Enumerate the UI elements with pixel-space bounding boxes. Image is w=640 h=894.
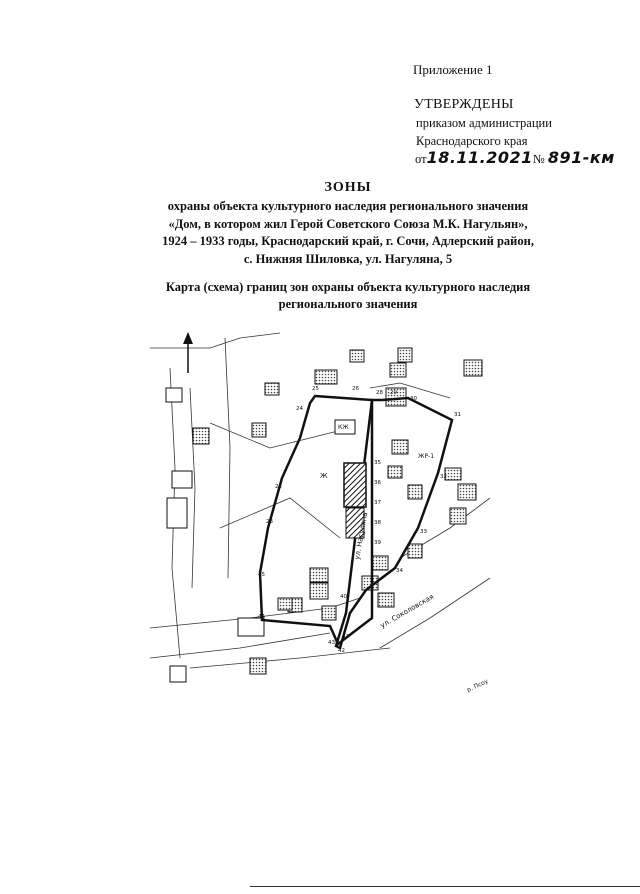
- neighbour-buildings: [165, 347, 483, 683]
- title-line-2: «Дом, в котором жил Герой Советского Сою…: [168, 216, 528, 231]
- point-label: 31: [454, 412, 461, 418]
- order-date: 18.11.2021: [426, 148, 533, 167]
- point-label: 34: [396, 568, 403, 574]
- subtitle-line-1: Карта (схема) границ зон охраны объекта …: [165, 280, 531, 294]
- point-label: 42: [338, 648, 345, 654]
- zone-label: Ж: [320, 472, 328, 480]
- river-label: р. Псоу: [466, 678, 490, 694]
- point-label: 33: [420, 529, 427, 535]
- number-prefix: №: [532, 152, 545, 166]
- boundary-point-labels: 22 23 24 25 26 28 29 30 31 32 33 34 35 3…: [258, 386, 461, 654]
- point-label: 36: [374, 480, 381, 486]
- building-inner: [309, 567, 329, 583]
- approved-by-line: приказом администрации: [416, 116, 552, 130]
- point-label: 35: [374, 460, 381, 466]
- title-line-1: охраны объекта культурного наследия реги…: [167, 199, 529, 213]
- approved-region-line: Краснодарского края: [416, 134, 528, 148]
- point-label: 23: [266, 519, 273, 525]
- heritage-building: [343, 462, 367, 508]
- building-kzh: [334, 419, 356, 435]
- order-date-line: от18.11.2021№ 891-км: [415, 148, 615, 167]
- point-label: 32: [440, 474, 447, 480]
- point-label: 43: [328, 640, 335, 646]
- appendix-label: Приложение 1: [413, 62, 493, 77]
- point-label: 37: [374, 500, 381, 506]
- zone-boundary-map: ул. Нагуляна ул. Соколовская р. Псоу КЖ …: [150, 332, 491, 694]
- point-label: 30: [410, 396, 417, 402]
- order-number: 891-км: [547, 148, 615, 167]
- document-title: ЗОНЫ охраны объекта культурного наследия…: [120, 180, 576, 268]
- point-label: 24: [296, 406, 303, 412]
- point-label: 29: [390, 390, 397, 396]
- street-lines: [150, 332, 491, 669]
- heritage-outbuilding: [345, 507, 365, 539]
- point-label: 41: [342, 634, 349, 640]
- building-inner-2: [277, 597, 293, 611]
- zone-label-2: ЖР-1: [418, 453, 434, 460]
- building-label-kzh: КЖ: [338, 424, 349, 431]
- bottom-rule: [250, 886, 640, 887]
- map-subtitle: Карта (схема) границ зон охраны объекта …: [120, 279, 576, 313]
- date-prefix: от: [415, 152, 427, 166]
- regulation-zone-boundary: [334, 396, 454, 650]
- north-arrow-icon: [183, 332, 193, 373]
- subtitle-line-2: регионального значения: [278, 297, 418, 311]
- protection-zone-boundary: [258, 394, 374, 646]
- point-label: 38: [374, 520, 381, 526]
- point-label: 45: [258, 572, 265, 578]
- point-label: 39: [374, 540, 381, 546]
- title-line-4: с. Нижняя Шиловка, ул. Нагуляна, 5: [243, 251, 453, 266]
- approved-title: УТВЕРЖДЕНЫ: [414, 97, 514, 112]
- point-label: 44: [258, 614, 265, 620]
- point-label: 28: [376, 390, 383, 396]
- title-line-3: 1924 – 1933 годы, Краснодарский край, г.…: [162, 234, 534, 248]
- point-label: 25: [312, 386, 319, 392]
- point-label: 22: [275, 484, 282, 490]
- point-label: 26: [352, 386, 359, 392]
- title-zones: ЗОНЫ: [324, 180, 372, 195]
- point-label: 40: [340, 594, 347, 600]
